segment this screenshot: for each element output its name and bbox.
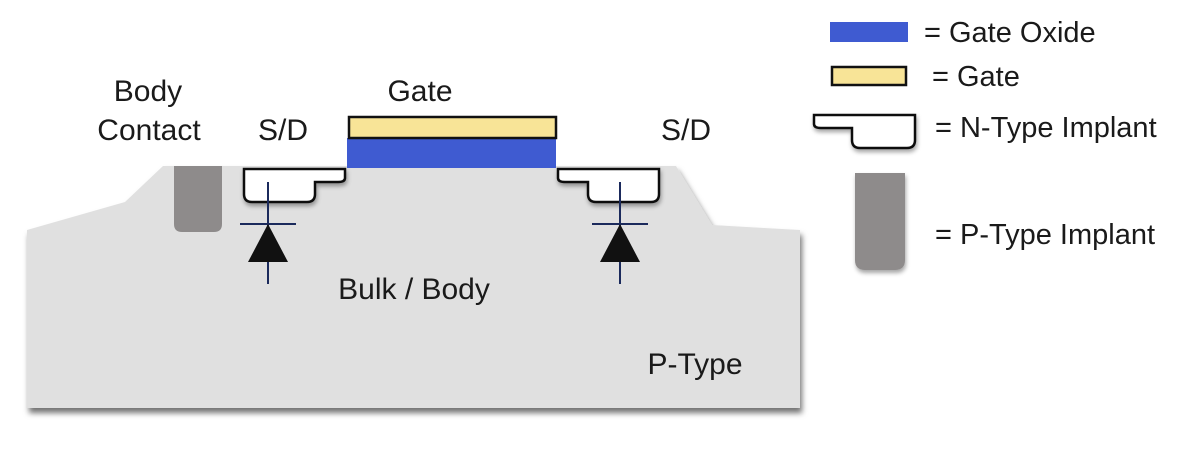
- substrate-type-label: P-Type: [647, 348, 742, 381]
- body-contact-label-line1: Body: [114, 75, 182, 108]
- gate-poly: [347, 115, 558, 140]
- sd-right-label: S/D: [661, 114, 711, 147]
- sd-right-implant: [556, 167, 661, 204]
- legend-gate-label: = Gate: [932, 61, 1020, 93]
- legend-p-implant-label: = P-Type Implant: [935, 219, 1155, 251]
- body-contact-label-line2: Contact: [97, 114, 201, 147]
- diode-right-icon: [592, 182, 648, 284]
- legend: = Gate Oxide = Gate = N-Type Implant = P…: [812, 17, 1157, 270]
- legend-gate-swatch: [830, 65, 908, 87]
- gate-oxide: [347, 138, 556, 168]
- bulk-body-label: Bulk / Body: [338, 273, 490, 306]
- sd-left-implant: [242, 167, 347, 204]
- legend-gate-oxide-swatch: [830, 22, 908, 42]
- body-contact-implant: [174, 166, 222, 232]
- legend-p-implant-swatch: [855, 173, 905, 270]
- gate-label: Gate: [387, 75, 452, 108]
- diode-left-icon: [240, 182, 296, 284]
- legend-n-implant-label: = N-Type Implant: [935, 112, 1157, 144]
- sd-left-label: S/D: [258, 114, 308, 147]
- legend-n-implant-swatch: [812, 113, 917, 150]
- legend-gate-oxide-label: = Gate Oxide: [924, 17, 1096, 49]
